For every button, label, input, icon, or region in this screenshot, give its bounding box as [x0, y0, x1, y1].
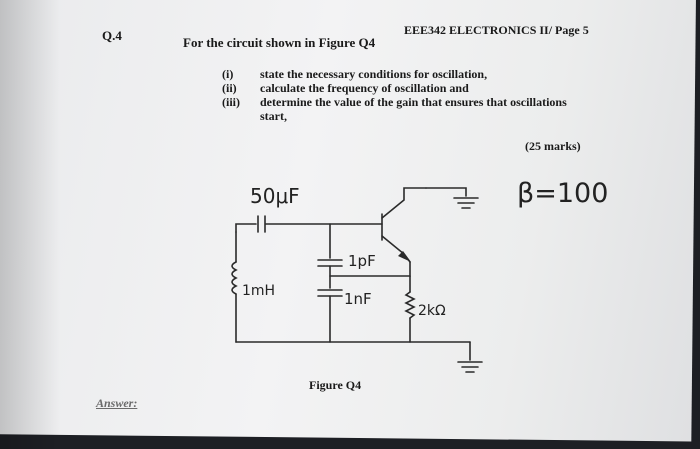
label-capacitor-1: 1pF — [348, 252, 376, 270]
item-text-1: state the necessary conditions for oscil… — [260, 67, 488, 81]
label-inductor: 1mH — [242, 283, 276, 299]
emitter-arrow — [398, 251, 411, 262]
item-number-2: (ii) — [222, 81, 237, 95]
wire-collector-right — [425, 187, 467, 197]
item-text-3: determine the value of the gain that ens… — [260, 95, 567, 109]
inductor-coil — [231, 261, 238, 295]
label-resistor: 2kΩ — [418, 303, 446, 319]
transistor-collector — [381, 187, 427, 219]
label-capacitor-2: 1nF — [344, 290, 372, 308]
wire-top-left — [235, 223, 257, 233]
resistor-zigzag — [404, 291, 416, 319]
item-number-3: (iii) — [222, 95, 240, 109]
label-coupling-capacitor: 50μF — [250, 184, 300, 208]
answer-label: Answer: — [96, 396, 138, 410]
question-number: Q.4 — [102, 28, 122, 43]
item-text-2: calculate the frequency of oscillation a… — [260, 81, 469, 95]
marks-label: (25 marks) — [525, 139, 581, 153]
label-beta: β=100 — [517, 178, 609, 209]
item-number-1: (i) — [222, 67, 234, 81]
course-header: EEE342 ELECTRONICS II/ Page 5 — [404, 23, 589, 37]
figure-caption: Figure Q4 — [309, 378, 362, 392]
page-shadow — [0, 0, 60, 449]
item-text-3-continued: start, — [260, 109, 287, 123]
question-intro: For the circuit shown in Figure Q4 — [183, 35, 376, 50]
